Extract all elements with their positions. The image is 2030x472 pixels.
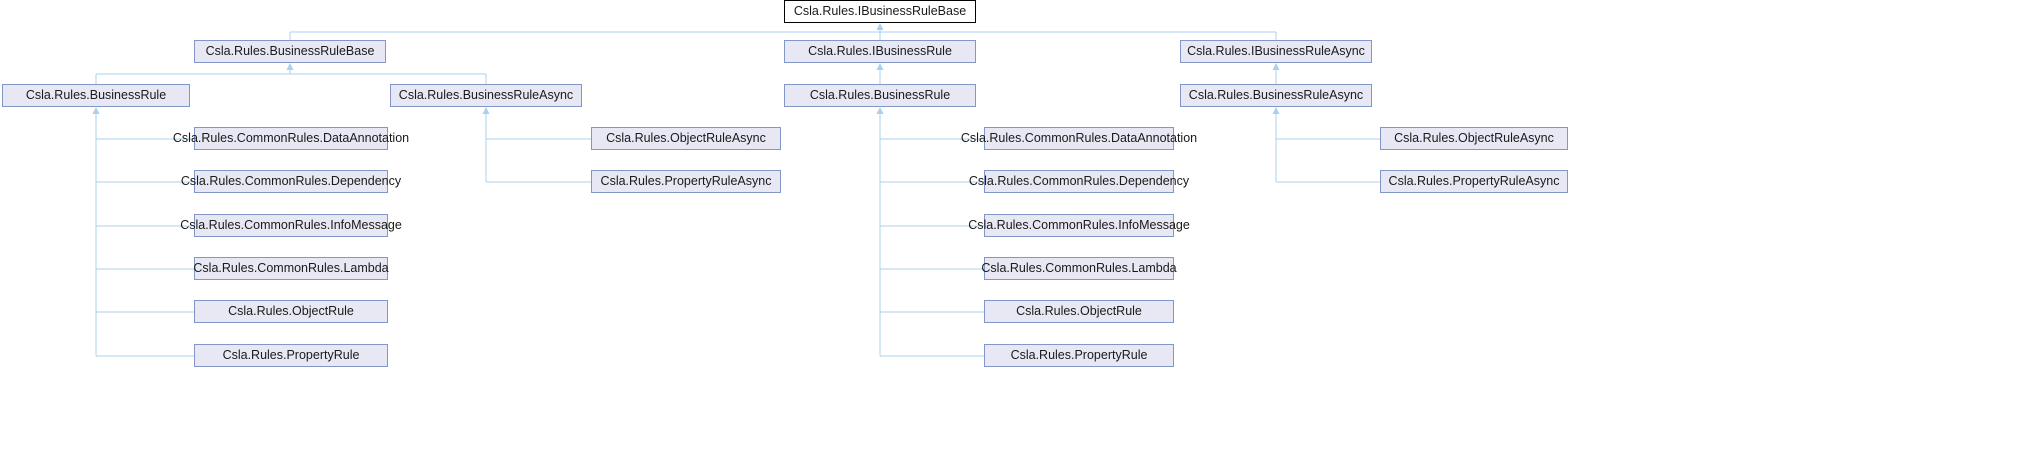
- class-node-csla-rules-propertyruleasync[interactable]: Csla.Rules.PropertyRuleAsync: [591, 170, 781, 193]
- class-node-label: Csla.Rules.ObjectRule: [1016, 304, 1142, 319]
- inheritance-arrowhead: [876, 23, 884, 30]
- class-node-csla-rules-objectruleasync[interactable]: Csla.Rules.ObjectRuleAsync: [1380, 127, 1568, 150]
- class-node-csla-rules-commonrules-dataannotation[interactable]: Csla.Rules.CommonRules.DataAnnotation: [173, 127, 409, 150]
- inheritance-arrowhead: [1272, 107, 1280, 114]
- class-node-label: Csla.Rules.PropertyRuleAsync: [1388, 174, 1560, 189]
- class-node-csla-rules-propertyrule[interactable]: Csla.Rules.PropertyRule: [194, 344, 388, 367]
- class-node-csla-rules-commonrules-infomessage[interactable]: Csla.Rules.CommonRules.InfoMessage: [180, 214, 402, 237]
- class-node-csla-rules-commonrules-dependency[interactable]: Csla.Rules.CommonRules.Dependency: [181, 170, 401, 193]
- class-node-label: Csla.Rules.BusinessRuleBase: [205, 44, 375, 59]
- inheritance-arrowhead: [876, 63, 884, 70]
- inheritance-arrowhead: [286, 63, 294, 70]
- class-node-label: Csla.Rules.PropertyRule: [222, 348, 360, 363]
- class-node-label: Csla.Rules.CommonRules.Lambda: [981, 261, 1177, 276]
- class-node-label: Csla.Rules.CommonRules.Dependency: [968, 174, 1190, 189]
- class-node-label: Csla.Rules.ObjectRuleAsync: [1394, 131, 1554, 146]
- class-node-csla-rules-ibusinessruleasync[interactable]: Csla.Rules.IBusinessRuleAsync: [1180, 40, 1372, 63]
- class-node-csla-rules-ibusinessrule[interactable]: Csla.Rules.IBusinessRule: [784, 40, 976, 63]
- inheritance-arrowhead: [876, 107, 884, 114]
- class-node-label: Csla.Rules.IBusinessRuleAsync: [1187, 44, 1365, 59]
- class-node-csla-rules-businessruleasync[interactable]: Csla.Rules.BusinessRuleAsync: [390, 84, 582, 107]
- inheritance-arrowhead: [92, 107, 100, 114]
- inheritance-arrowhead: [482, 107, 490, 114]
- class-node-label: Csla.Rules.IBusinessRuleBase: [793, 4, 967, 19]
- class-node-label: Csla.Rules.CommonRules.Dependency: [180, 174, 402, 189]
- class-node-label: Csla.Rules.CommonRules.DataAnnotation: [960, 131, 1198, 146]
- class-node-label: Csla.Rules.BusinessRuleAsync: [1188, 88, 1364, 103]
- class-node-csla-rules-businessruleasync[interactable]: Csla.Rules.BusinessRuleAsync: [1180, 84, 1372, 107]
- class-node-label: Csla.Rules.BusinessRule: [25, 88, 167, 103]
- class-node-csla-rules-businessrulebase[interactable]: Csla.Rules.BusinessRuleBase: [194, 40, 386, 63]
- class-node-csla-rules-ibusinessrulebase[interactable]: Csla.Rules.IBusinessRuleBase: [784, 0, 976, 23]
- class-node-csla-rules-commonrules-infomessage[interactable]: Csla.Rules.CommonRules.InfoMessage: [968, 214, 1190, 237]
- class-node-csla-rules-objectrule[interactable]: Csla.Rules.ObjectRule: [984, 300, 1174, 323]
- class-node-label: Csla.Rules.PropertyRuleAsync: [600, 174, 772, 189]
- class-node-label: Csla.Rules.IBusinessRule: [808, 44, 952, 59]
- class-node-label: Csla.Rules.BusinessRule: [809, 88, 951, 103]
- class-node-csla-rules-objectruleasync[interactable]: Csla.Rules.ObjectRuleAsync: [591, 127, 781, 150]
- class-node-label: Csla.Rules.PropertyRule: [1010, 348, 1148, 363]
- class-node-csla-rules-propertyrule[interactable]: Csla.Rules.PropertyRule: [984, 344, 1174, 367]
- class-node-csla-rules-businessrule[interactable]: Csla.Rules.BusinessRule: [2, 84, 190, 107]
- class-node-label: Csla.Rules.ObjectRule: [228, 304, 354, 319]
- class-node-csla-rules-propertyruleasync[interactable]: Csla.Rules.PropertyRuleAsync: [1380, 170, 1568, 193]
- class-node-csla-rules-commonrules-lambda[interactable]: Csla.Rules.CommonRules.Lambda: [193, 257, 389, 280]
- class-node-csla-rules-businessrule[interactable]: Csla.Rules.BusinessRule: [784, 84, 976, 107]
- class-node-label: Csla.Rules.ObjectRuleAsync: [606, 131, 766, 146]
- class-node-csla-rules-objectrule[interactable]: Csla.Rules.ObjectRule: [194, 300, 388, 323]
- inheritance-arrowhead: [1272, 63, 1280, 70]
- class-node-csla-rules-commonrules-dataannotation[interactable]: Csla.Rules.CommonRules.DataAnnotation: [961, 127, 1197, 150]
- class-node-label: Csla.Rules.CommonRules.InfoMessage: [968, 218, 1190, 233]
- class-node-label: Csla.Rules.CommonRules.DataAnnotation: [172, 131, 410, 146]
- class-node-label: Csla.Rules.CommonRules.InfoMessage: [180, 218, 402, 233]
- class-node-csla-rules-commonrules-dependency[interactable]: Csla.Rules.CommonRules.Dependency: [969, 170, 1189, 193]
- class-node-csla-rules-commonrules-lambda[interactable]: Csla.Rules.CommonRules.Lambda: [981, 257, 1177, 280]
- class-node-label: Csla.Rules.BusinessRuleAsync: [398, 88, 574, 103]
- class-node-label: Csla.Rules.CommonRules.Lambda: [193, 261, 389, 276]
